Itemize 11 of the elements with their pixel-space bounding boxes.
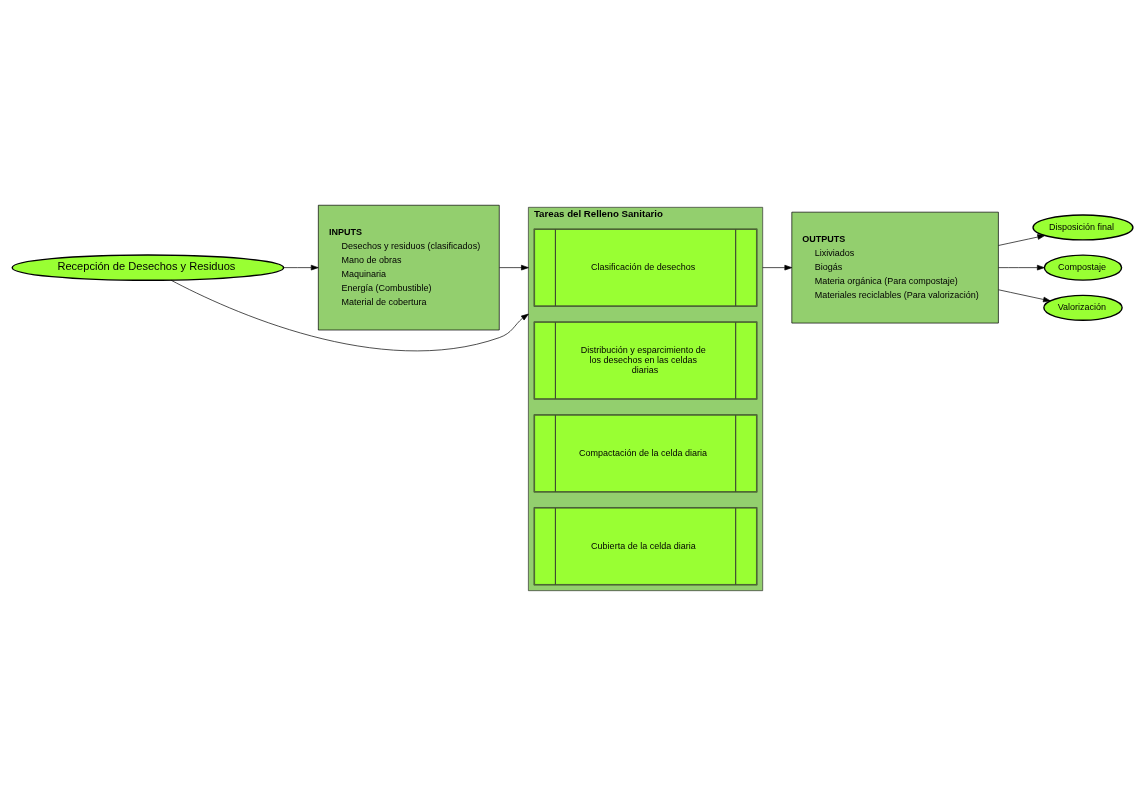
node-box: INPUTS Desechos y residuos (clasificados) Mano de obras Maquinaria Energía (Combustible) Material de cobertura bbox=[318, 204, 500, 331]
arrow bbox=[762, 264, 793, 271]
node-ellipse: Compostaje bbox=[1043, 254, 1123, 281]
arrow bbox=[998, 289, 1051, 303]
arrow bbox=[283, 264, 319, 271]
arrow bbox=[998, 234, 1046, 246]
node-ellipse: Recepción de Desechos y Residuos bbox=[11, 254, 285, 281]
arrow bbox=[170, 279, 529, 352]
arrow bbox=[998, 264, 1045, 271]
node-box: OUTPUTS Lixiviados Biogás Materia orgánica (Para compostaje) Materiales reciclables (Para valorización) bbox=[791, 211, 999, 324]
arrow bbox=[499, 264, 529, 271]
